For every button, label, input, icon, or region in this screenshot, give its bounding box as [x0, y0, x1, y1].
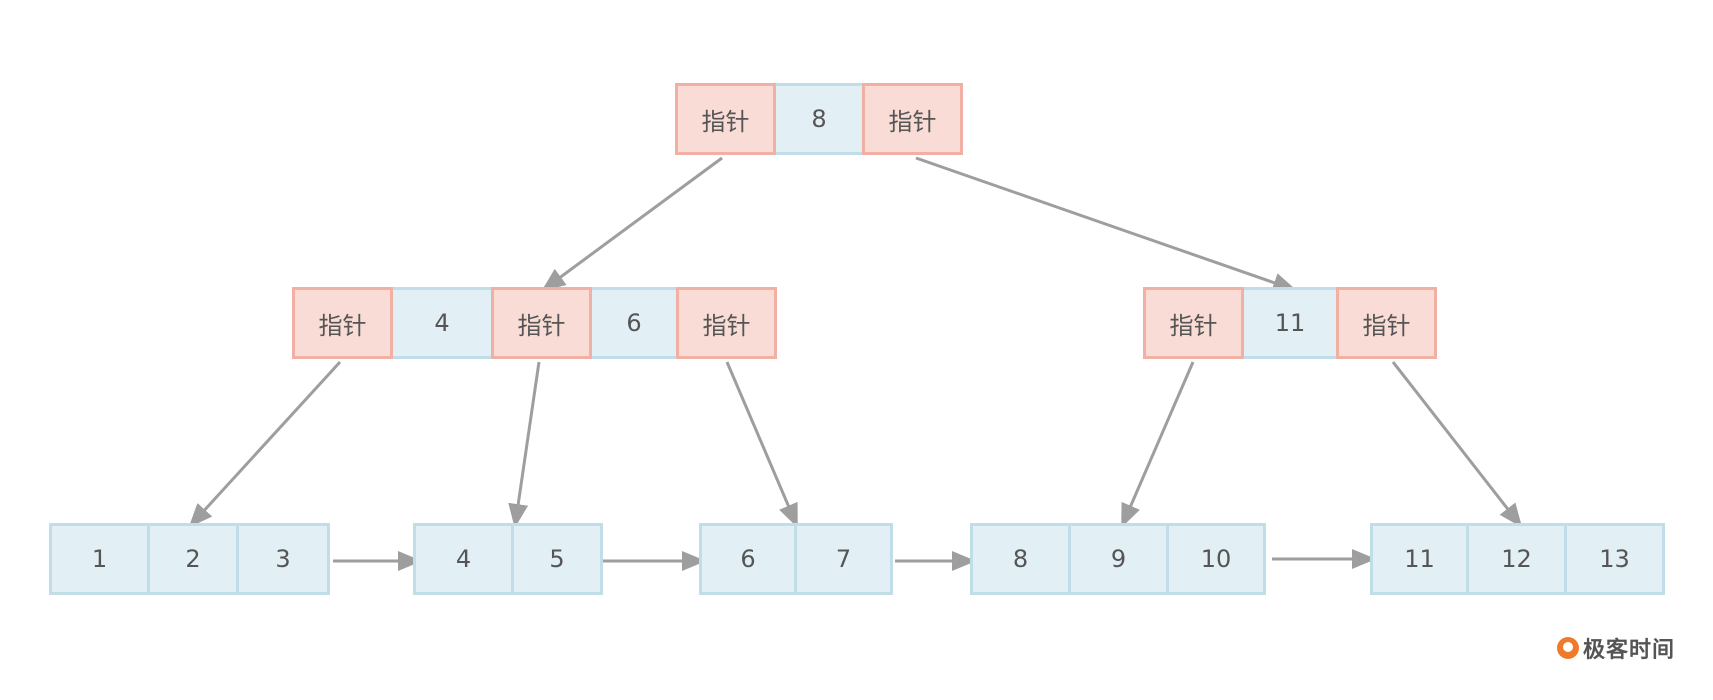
edge-right-p1-to-leaf5 [1391, 361, 1523, 528]
edge-root-to-left [541, 156, 723, 292]
edge-root-to-right [915, 156, 1297, 293]
watermark: 极客时间 [1556, 632, 1675, 664]
root-pointer-1: 指针 [862, 83, 963, 155]
watermark-text: 极客时间 [1582, 638, 1675, 663]
geektime-logo-icon [1556, 637, 1579, 659]
internal-right-key-11: 11 [1241, 287, 1339, 359]
leaf-key: 10 [1166, 523, 1266, 595]
edge-left-p1-to-leaf2 [508, 361, 541, 528]
leaf-key: 5 [511, 523, 603, 595]
internal-left-pointer-1: 指针 [491, 287, 592, 359]
leaf-node-2: 4 5 [413, 523, 603, 595]
leaf-key: 2 [147, 523, 239, 595]
internal-node-left: 指针 4 指针 6 指针 [292, 287, 777, 359]
leaf-key: 12 [1466, 523, 1567, 595]
leaf-node-5: 11 12 13 [1370, 523, 1665, 595]
leaf-key: 6 [699, 523, 797, 595]
root-pointer-0: 指针 [675, 83, 776, 155]
leaf-key: 13 [1564, 523, 1665, 595]
internal-left-pointer-0: 指针 [292, 287, 393, 359]
root-key-8: 8 [773, 83, 865, 155]
leaf-key: 8 [970, 523, 1071, 595]
leaf-key: 3 [236, 523, 330, 595]
leaf-key: 9 [1068, 523, 1169, 595]
internal-left-key-4: 4 [390, 287, 494, 359]
leaf-node-4: 8 9 10 [970, 523, 1266, 595]
root-node: 指针 8 指针 [675, 83, 963, 155]
internal-left-pointer-2: 指针 [676, 287, 777, 359]
edge-right-p0-to-leaf4 [1120, 361, 1195, 528]
leaf-key: 1 [49, 523, 150, 595]
internal-right-pointer-0: 指针 [1143, 287, 1244, 359]
edge-left-p0-to-leaf1 [188, 360, 342, 528]
leaf-node-1: 1 2 3 [49, 523, 330, 595]
internal-right-pointer-1: 指针 [1336, 287, 1437, 359]
leaf-key: 4 [413, 523, 514, 595]
edge-left-p2-to-leaf3 [725, 361, 799, 528]
leaf-key: 11 [1370, 523, 1469, 595]
internal-node-right: 指针 11 指针 [1143, 287, 1437, 359]
leaf-key: 7 [794, 523, 893, 595]
internal-left-key-6: 6 [589, 287, 679, 359]
leaf-node-3: 6 7 [699, 523, 893, 595]
